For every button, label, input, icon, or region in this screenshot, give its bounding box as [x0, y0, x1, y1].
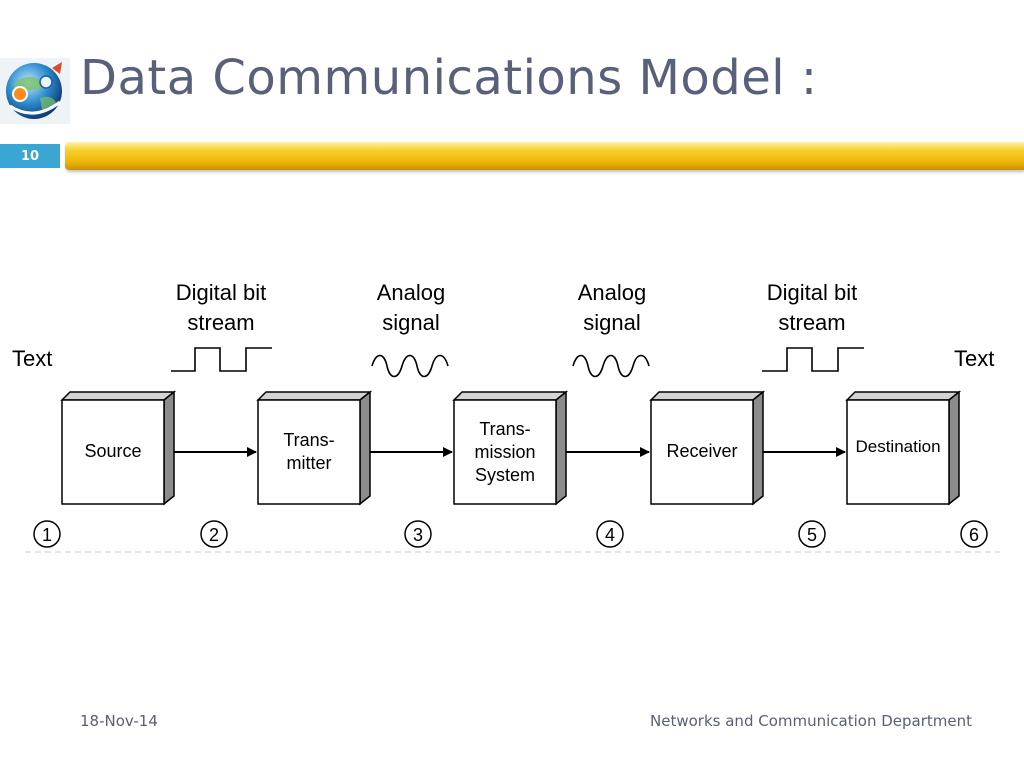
- svg-text:signal: signal: [583, 310, 640, 335]
- signal-label: Digital bit stream: [176, 280, 266, 335]
- svg-text:4: 4: [605, 525, 615, 545]
- signal-label: Analog signal: [578, 280, 647, 335]
- step-marker: 4: [596, 520, 624, 548]
- svg-text:Trans-: Trans-: [479, 419, 530, 439]
- sine-wave-icon: [371, 354, 449, 378]
- svg-text:Source: Source: [84, 441, 141, 461]
- block-source: Source: [60, 390, 177, 506]
- signal-label: Digital bit stream: [767, 280, 857, 335]
- svg-text:1: 1: [42, 525, 52, 545]
- step-marker: 3: [404, 520, 432, 548]
- svg-text:5: 5: [807, 525, 817, 545]
- signal-label: Analog signal: [377, 280, 446, 335]
- svg-text:System: System: [475, 465, 535, 485]
- block-transmission-system: Trans- mission System: [452, 390, 569, 506]
- svg-text:Receiver: Receiver: [666, 441, 737, 461]
- square-wave-icon: [171, 347, 272, 372]
- svg-text:stream: stream: [778, 310, 845, 335]
- svg-text:stream: stream: [187, 310, 254, 335]
- svg-text:6: 6: [969, 525, 979, 545]
- square-wave-icon: [762, 347, 864, 372]
- end-label-left: Text: [12, 346, 52, 371]
- step-marker: 2: [200, 520, 228, 548]
- step-marker: 5: [798, 520, 826, 548]
- svg-text:Digital bit: Digital bit: [767, 280, 857, 305]
- svg-text:mitter: mitter: [287, 453, 332, 473]
- svg-text:mission: mission: [474, 442, 535, 462]
- sine-wave-icon: [572, 354, 650, 378]
- svg-text:Destination: Destination: [855, 437, 940, 456]
- svg-text:Analog: Analog: [578, 280, 647, 305]
- block-transmitter: Trans- mitter: [256, 390, 373, 506]
- footer-department: Networks and Communication Department: [650, 712, 972, 730]
- slide-number: 10: [0, 144, 60, 168]
- svg-text:Trans-: Trans-: [283, 430, 334, 450]
- step-marker: 1: [33, 520, 61, 548]
- svg-text:Analog: Analog: [377, 280, 446, 305]
- svg-text:signal: signal: [382, 310, 439, 335]
- svg-text:2: 2: [209, 525, 219, 545]
- svg-text:Digital bit: Digital bit: [176, 280, 266, 305]
- end-label-right: Text: [954, 346, 994, 371]
- slide-title: Data Communications Model :: [80, 50, 818, 106]
- block-receiver: Receiver: [649, 390, 766, 506]
- globe-network-logo-icon: [0, 58, 70, 124]
- footer-date: 18-Nov-14: [80, 712, 158, 730]
- svg-text:3: 3: [413, 525, 423, 545]
- title-accent-bar: [65, 142, 1024, 170]
- step-marker: 6: [960, 520, 988, 548]
- block-destination: Destination: [845, 390, 962, 506]
